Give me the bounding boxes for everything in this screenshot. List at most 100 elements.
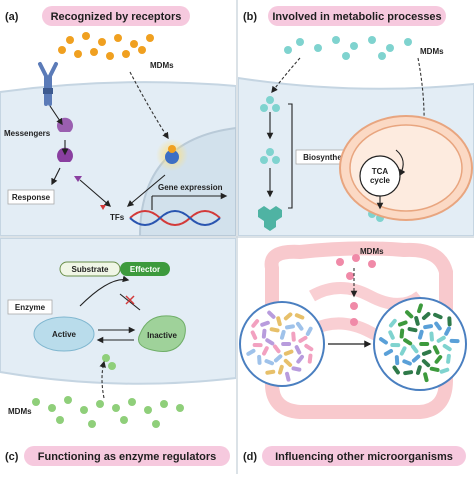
microbe [264, 359, 275, 366]
mdms-label-d: MDMs [360, 247, 384, 256]
microbe [434, 355, 443, 364]
microbe [436, 335, 446, 343]
mdm-molecule [82, 32, 90, 40]
microbe [283, 349, 294, 356]
title-badge-b [268, 6, 446, 26]
tfs-label: TFs [110, 213, 125, 222]
mdm-molecule [58, 46, 66, 54]
gene-expression-label: Gene expression [158, 183, 223, 192]
microbe [442, 343, 452, 352]
mdm-molecule [96, 400, 104, 408]
microbe [283, 312, 293, 321]
microbe [399, 346, 407, 356]
microbe [261, 328, 267, 339]
panel-c-title: Functioning as enzyme regulators [38, 451, 216, 463]
mdm-molecule [160, 400, 168, 408]
title-badge-c [24, 446, 230, 466]
microbe [449, 338, 460, 344]
effector-label: Effector [130, 265, 160, 274]
microbe [281, 342, 292, 346]
mdm-dots-c [32, 354, 184, 428]
receptor-icon [38, 62, 58, 106]
panel-b-title: Involved in metabolic processes [272, 11, 441, 23]
microbe [423, 372, 429, 383]
microbe [273, 354, 283, 363]
microbe [447, 316, 452, 327]
microbe [265, 369, 276, 375]
panel-d-tag: (d) [243, 451, 257, 463]
mdm-molecule [404, 38, 412, 46]
mdm-molecule [314, 44, 322, 52]
substrate-label: Substrate [72, 265, 109, 274]
mdm-molecule [130, 40, 138, 48]
inactive-enzyme [138, 315, 186, 352]
microbe [407, 327, 418, 333]
mdm-molecule [112, 404, 120, 412]
microbe [423, 324, 434, 330]
mdm-molecule [74, 50, 82, 58]
microbe [296, 354, 304, 364]
microbe [414, 316, 420, 326]
panel-b: Biosynthesis TCA cycle Involved in metab… [238, 6, 474, 236]
microbe [429, 366, 440, 372]
microbe [277, 364, 284, 375]
mdm-molecule [260, 104, 268, 112]
panel-d: MDMs Influencing other microorganisms (d… [239, 241, 467, 466]
mdm-molecule [346, 272, 354, 280]
mdm-molecule [144, 406, 152, 414]
mitochondrion-icon [339, 115, 473, 221]
microbe [265, 338, 275, 346]
microbe [432, 345, 440, 355]
mdm-molecule [350, 42, 358, 50]
mdm-molecule [146, 34, 154, 42]
inhibit-cross-icon [125, 295, 135, 305]
microbe [294, 345, 302, 355]
mdm-dots-d [336, 254, 376, 326]
mdm-molecule [114, 34, 122, 42]
panel-b-tag: (b) [243, 11, 257, 23]
mdm-molecule [80, 406, 88, 414]
microbe [298, 335, 308, 343]
mdm-molecule [138, 46, 146, 54]
title-badge-a [42, 6, 190, 26]
mdm-molecule [120, 416, 128, 424]
mdm-molecule [332, 36, 340, 44]
nuclear-receptor-icon [156, 139, 188, 171]
microbe [383, 348, 394, 356]
microbe [419, 342, 430, 346]
mdm-molecule [108, 362, 116, 370]
microbe [397, 320, 408, 327]
microbe [272, 344, 281, 354]
microbe [403, 370, 414, 376]
mdm-molecule [368, 260, 376, 268]
microbe [378, 337, 388, 345]
microbe [257, 354, 262, 365]
microbe [269, 327, 280, 333]
microbe [295, 321, 304, 331]
mdm-molecule [284, 46, 292, 54]
microbe [285, 324, 295, 330]
microbe [388, 318, 397, 328]
mdm-molecule [266, 148, 274, 156]
microbe [307, 353, 313, 364]
microbe [291, 366, 302, 372]
mdm-molecule [98, 38, 106, 46]
mdm-molecule [368, 36, 376, 44]
microbe [446, 353, 451, 364]
mdm-molecule [122, 50, 130, 58]
microbe [444, 326, 451, 336]
microbe [285, 371, 291, 382]
microbe [439, 367, 450, 374]
microbe [421, 349, 432, 356]
microbe [246, 348, 256, 356]
mdms-label-c: MDMs [8, 407, 32, 416]
microbe [388, 330, 395, 340]
mdm-molecule [90, 48, 98, 56]
microbe [279, 329, 286, 340]
mdm-molecule [102, 354, 110, 362]
mdm-molecule [176, 404, 184, 412]
mdm-dots-a [58, 32, 154, 60]
microbe [421, 359, 431, 368]
microbe [392, 365, 400, 375]
microbe [262, 346, 269, 356]
